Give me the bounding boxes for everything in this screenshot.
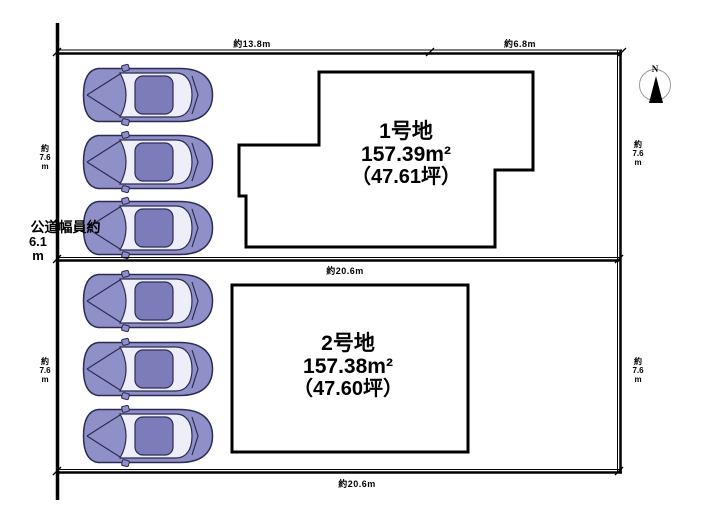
dim-left-lower-depth-label: 約 7.6 m (34, 357, 56, 384)
road-label-vertical-text: 公道幅員約 (30, 219, 101, 235)
car-lot1-3 (82, 196, 214, 260)
car-lot2-3 (82, 404, 214, 468)
dim-unit: m (41, 375, 49, 384)
dim-top-right-label: 約6.8m (503, 39, 537, 49)
dim-lot2-top-label: 約20.6m (326, 266, 364, 276)
dim-approx: 約 (634, 357, 642, 366)
lot2-name: 2号地 (321, 332, 375, 355)
dim-approx: 約 (41, 357, 49, 366)
dim-lot2-bottom-label: 約20.6m (338, 479, 376, 489)
lot1-label: 1号地 157.39m² （47.61坪） (351, 120, 461, 188)
right-boundary-line (617, 50, 622, 473)
lot1-outline (237, 70, 535, 249)
dim-approx: 約 (41, 144, 49, 153)
car-lot1-1 (82, 63, 214, 127)
road-width-unit: m (32, 248, 44, 263)
lot1-area-sqm: 157.39m² (361, 143, 451, 166)
dim-value: 7.6 (39, 366, 51, 375)
lot2-outline (230, 283, 470, 454)
car-lot2-2 (82, 337, 214, 401)
lot1-name: 1号地 (379, 120, 433, 143)
dim-top-left-label: 約13.8m (233, 39, 271, 49)
car-lot2-1 (82, 269, 214, 333)
compass (639, 69, 671, 103)
dim-unit: m (634, 375, 642, 384)
dim-right-upper-depth-label: 約 7.6 m (627, 140, 649, 167)
dim-left-upper-depth-label: 約 7.6 m (34, 144, 56, 171)
car-lot1-2 (82, 130, 214, 194)
dim-unit: m (634, 158, 642, 167)
compass-north-label: N (651, 64, 659, 74)
road-width-label: 公道幅員約 6.1 m (25, 219, 101, 263)
dim-approx: 約 (634, 140, 642, 149)
top-boundary-line (57, 49, 622, 55)
lot2-area-sqm: 157.38m² (303, 355, 393, 378)
lot2-area-tsubo: （47.60坪） (292, 378, 404, 400)
compass-needle-icon (649, 76, 663, 103)
lot1-area-tsubo: （47.61坪） (350, 166, 462, 188)
dim-right-lower-depth-label: 約 7.6 m (627, 357, 649, 384)
dimension-ticks (52, 47, 627, 476)
road-width-value: 6.1 (28, 234, 48, 249)
dim-value: 7.6 (632, 149, 644, 158)
lot-divider-line (59, 257, 620, 262)
dim-value: 7.6 (39, 153, 51, 162)
dim-value: 7.6 (632, 366, 644, 375)
lot2-label: 2号地 157.38m² （47.60坪） (293, 332, 403, 400)
bottom-boundary-line (57, 469, 622, 474)
dim-unit: m (41, 162, 49, 171)
